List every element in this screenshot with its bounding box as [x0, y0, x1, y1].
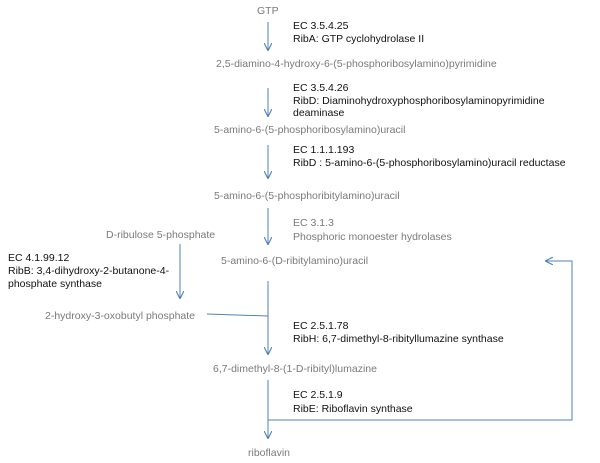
metabolite-amino-phosphoribitylamino-uracil: 5-amino-6-(5-phosphoribitylamino)uracil — [214, 190, 400, 202]
enzyme-ribB-name-line2: phosphate synthase — [8, 278, 102, 290]
enzyme-ribD-deaminase-name-line1: RibD: Diaminohydroxyphosphoribosylaminop… — [293, 95, 545, 107]
enzyme-ribD-deaminase-name-line2: deaminase — [293, 107, 345, 119]
enzyme-ribD-deaminase-ec: EC 3.5.4.26 — [293, 82, 349, 94]
metabolite-ribitylamino-uracil: 5-amino-6-(D-ribitylamino)uracil — [221, 255, 369, 267]
metabolite-gtp: GTP — [257, 5, 279, 17]
enzyme-phosphatase-ec: EC 3.1.3 — [293, 217, 334, 229]
enzyme-ribA-ec: EC 3.5.4.25 — [293, 20, 349, 32]
enzyme-ribH-ec: EC 2.5.1.78 — [293, 320, 349, 332]
enzyme-ribA-name: RibA: GTP cyclohydrolase II — [293, 33, 425, 45]
enzyme-ribD-reductase-ec: EC 1.1.1.193 — [293, 144, 355, 156]
enzyme-phosphatase-name: Phosphoric monoester hydrolases — [293, 231, 452, 243]
enzyme-ribB-ec: EC 4.1.99.12 — [8, 252, 70, 264]
enzyme-ribE-name: RibE: Riboflavin synthase — [293, 403, 413, 415]
line-oxobutyl-merge — [206, 313, 269, 317]
metabolite-dimethyl-ribityl-lumazine: 6,7-dimethyl-8-(1-D-ribityl)lumazine — [213, 363, 377, 375]
enzyme-ribE-ec: EC 2.5.1.9 — [293, 389, 343, 401]
enzyme-ribD-reductase-name: RibD : 5-amino-6-(5-phosphoribosylamino)… — [293, 157, 566, 169]
enzyme-ribH-name: RibH: 6,7-dimethyl-8-ribityllumazine syn… — [293, 333, 504, 345]
metabolite-diamino-pyrimidine: 2,5-diamino-4-hydroxy-6-(5-phosphoribosy… — [216, 58, 497, 70]
arrow-ribe-recycle — [268, 261, 573, 421]
enzyme-ribB-name-line1: RibB: 3,4-dihydroxy-2-butanone-4- — [8, 265, 170, 277]
metabolite-ribulose-5-phosphate: D-ribulose 5-phosphate — [106, 229, 216, 241]
metabolite-hydroxy-oxobutyl-phosphate: 2-hydroxy-3-oxobutyl phosphate — [45, 310, 196, 322]
metabolite-riboflavin: riboflavin — [248, 447, 291, 459]
metabolite-amino-phosphoribosylamino-uracil: 5-amino-6-(5-phosphoribosylamino)uracil — [214, 124, 406, 136]
